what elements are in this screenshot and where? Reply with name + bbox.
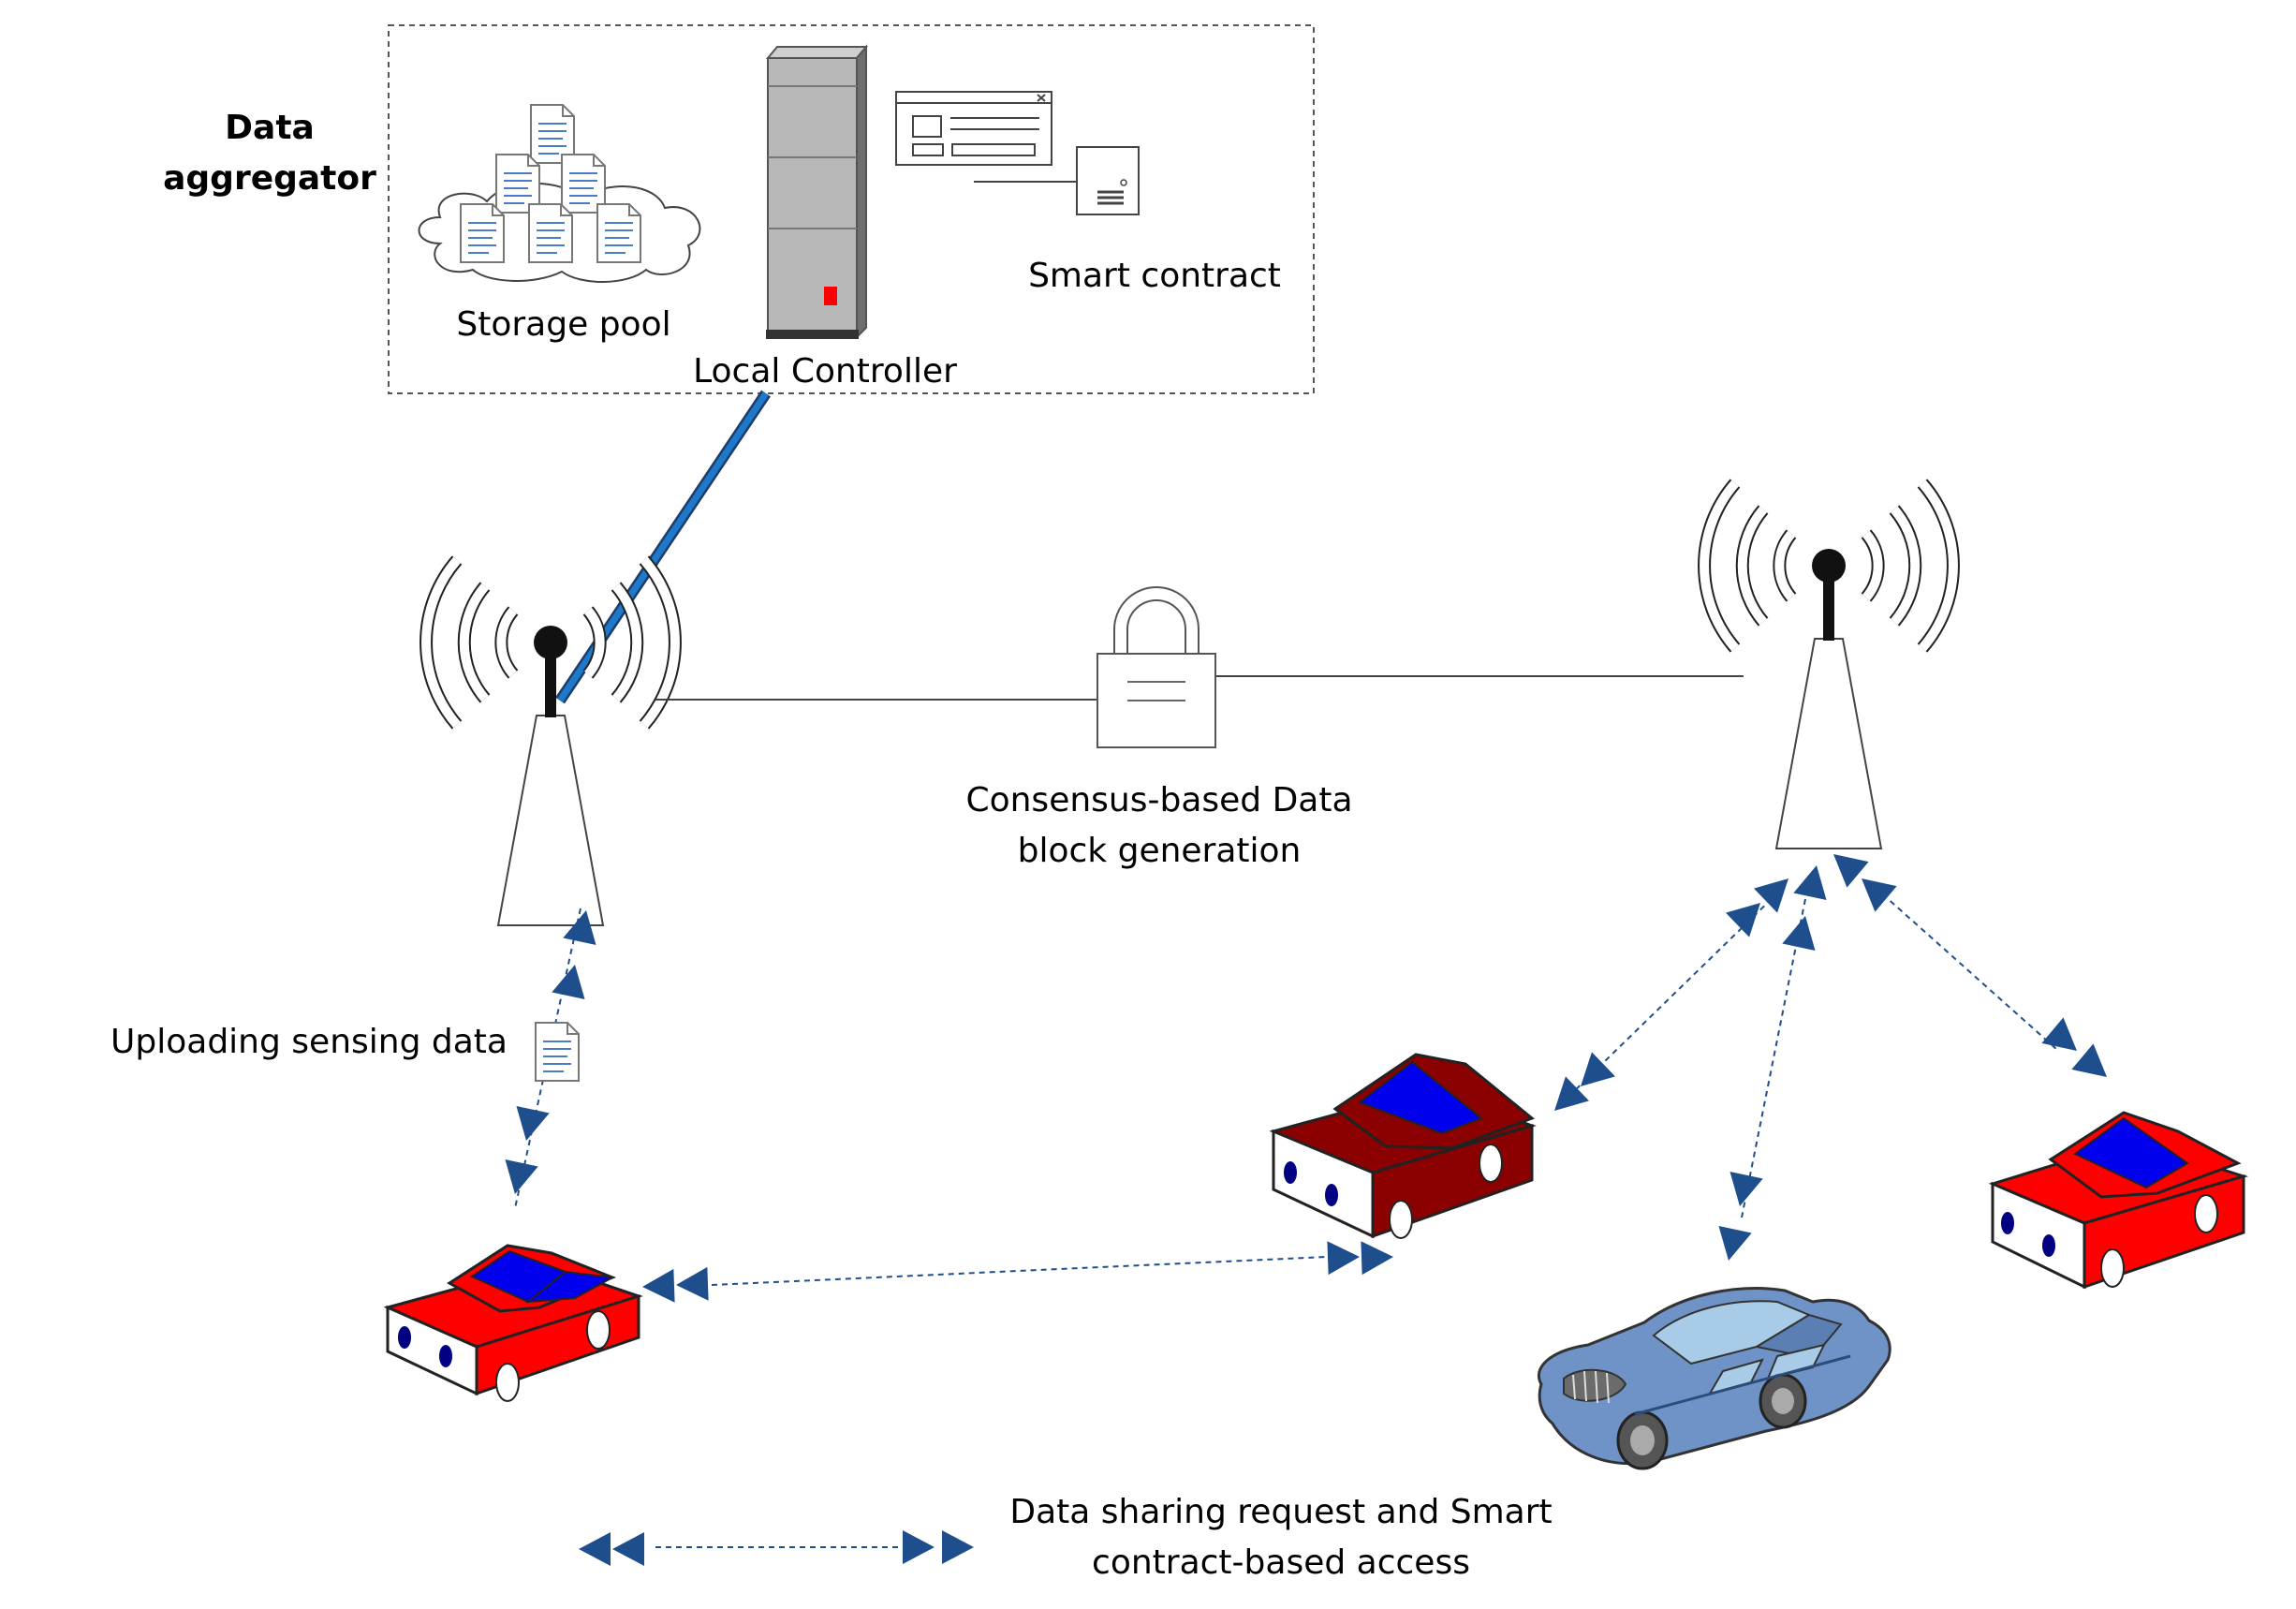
legend: Data sharing request and Smart contract-… bbox=[579, 1493, 1553, 1582]
link-arrow-tower-from-right-car bbox=[1822, 841, 1897, 912]
upload-label: Uploading sensing data bbox=[110, 1023, 508, 1061]
local-controller-label: Local Controller bbox=[693, 352, 957, 391]
local-controller-server-icon bbox=[765, 44, 869, 340]
right-radio-tower-icon bbox=[1704, 483, 1953, 849]
v2v-arrow-left bbox=[641, 1266, 709, 1304]
legend-label-line2: contract-based access bbox=[1092, 1543, 1470, 1582]
link-arrow-tower-from-dark-red-car bbox=[1726, 866, 1801, 937]
aggregator-title-line2: aggregator bbox=[163, 159, 376, 198]
v2v-link bbox=[711, 1256, 1327, 1286]
link-arrow-right-car bbox=[2041, 1017, 2118, 1090]
link-arrow-tower-from-sedan bbox=[1782, 862, 1833, 951]
left-radio-tower-icon bbox=[426, 560, 675, 925]
storage-pool-label: Storage pool bbox=[456, 305, 670, 344]
right-red-car-icon bbox=[1988, 1111, 2249, 1290]
smart-contract-icon bbox=[895, 91, 1140, 215]
v2v-arrow-right bbox=[1327, 1240, 1394, 1276]
smart-contract-label: Smart contract bbox=[1028, 257, 1281, 295]
blue-sedan-icon bbox=[1538, 1287, 1891, 1470]
sensing-data-document-icon bbox=[535, 1022, 580, 1082]
red-car-icon bbox=[383, 1244, 643, 1402]
consensus-label-line1: Consensus-based Data bbox=[965, 781, 1352, 819]
aggregator-title-line1: Data bbox=[225, 109, 315, 147]
legend-label-line1: Data sharing request and Smart bbox=[1009, 1493, 1552, 1531]
consensus-label-line2: block generation bbox=[1018, 832, 1302, 870]
upload-arrow-down bbox=[498, 1106, 550, 1198]
padlock-icon bbox=[1096, 586, 1216, 748]
dark-red-car-icon bbox=[1269, 1053, 1537, 1239]
aggregator-boundary bbox=[388, 24, 1315, 394]
storage-pool-icon bbox=[418, 104, 701, 283]
tower-link-sedan bbox=[1741, 898, 1806, 1218]
tower-link-right-car bbox=[1866, 879, 2057, 1050]
tower-link-dark-red-car bbox=[1570, 891, 1780, 1095]
link-arrow-sedan bbox=[1712, 1172, 1763, 1264]
data-aggregator: Data aggregator Storage pool Local Contr… bbox=[163, 24, 1315, 394]
